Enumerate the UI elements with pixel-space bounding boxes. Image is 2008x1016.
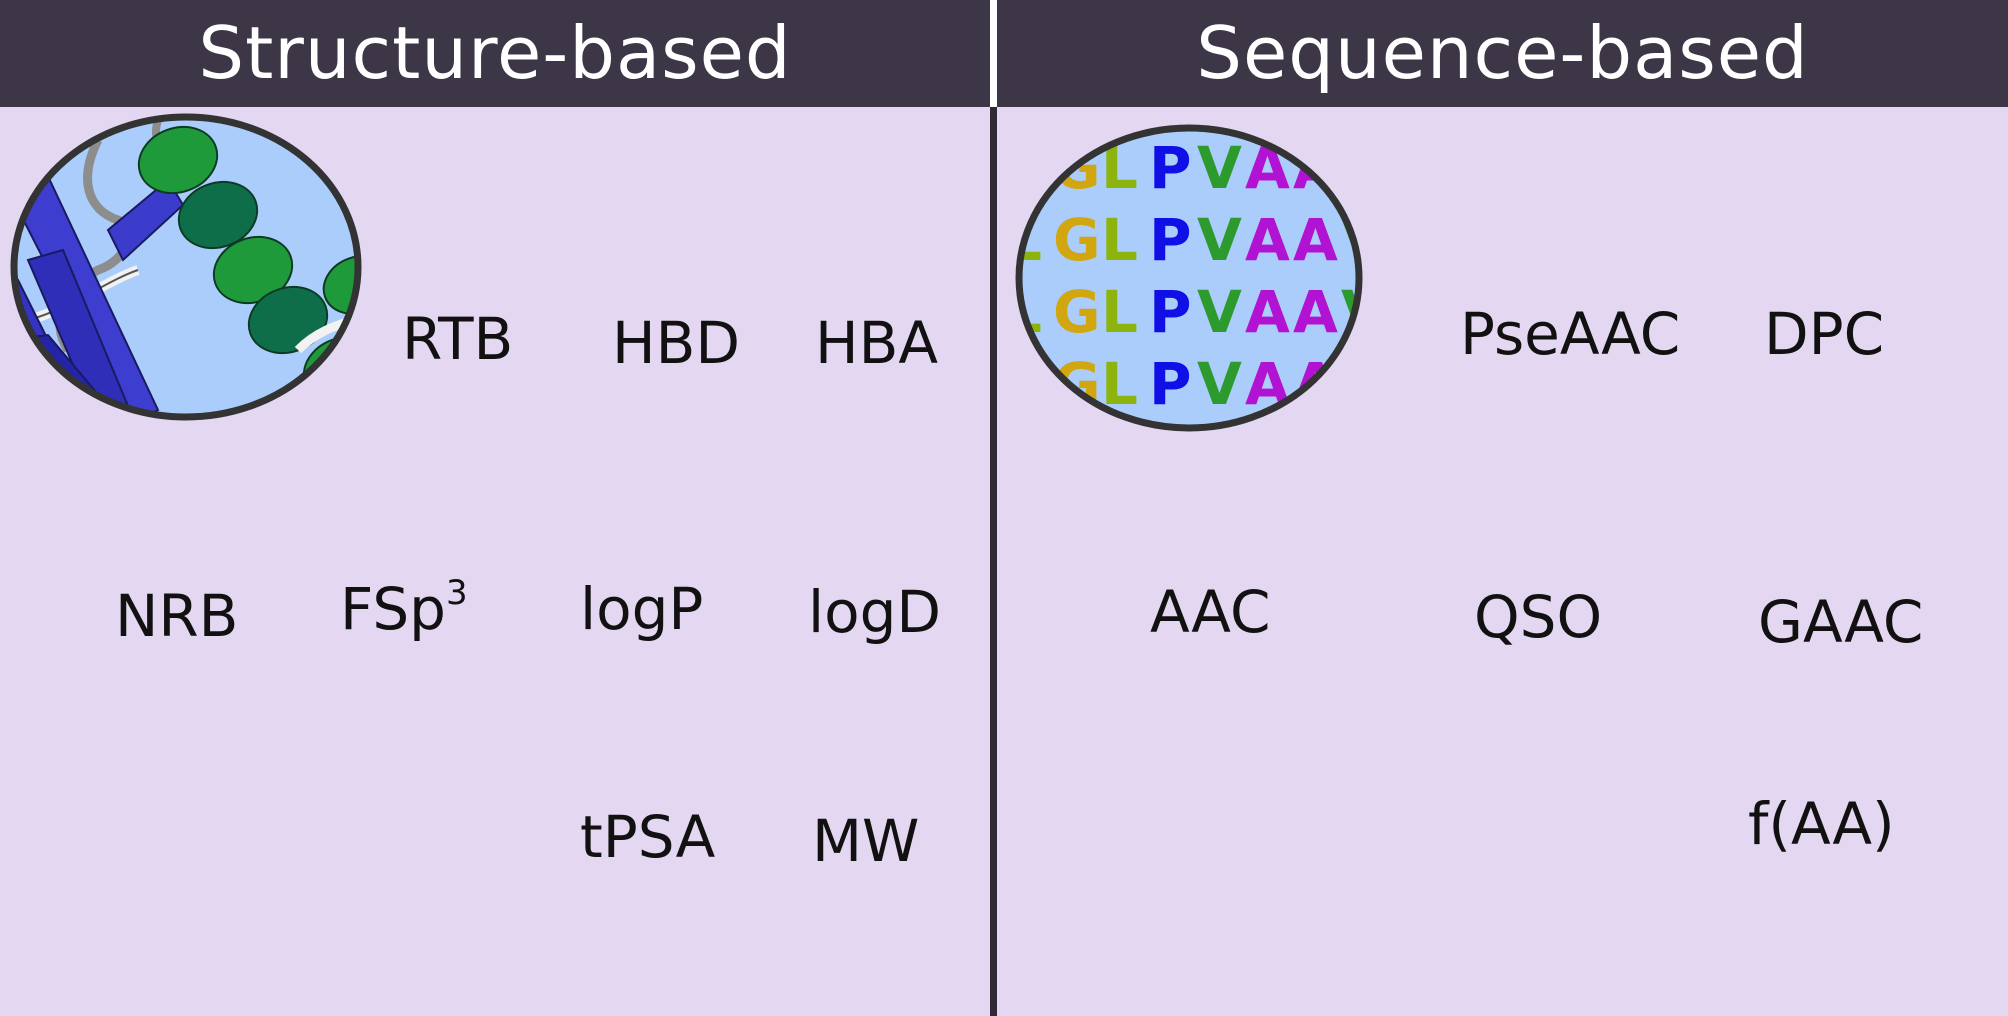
fsp3-superscript: 3: [445, 573, 468, 613]
sequence-letter-L: L: [1101, 278, 1138, 346]
sequence-letter-A: A: [1293, 278, 1338, 346]
term-hba: HBA: [815, 309, 939, 377]
sequence-letter-P: P: [1149, 134, 1192, 202]
sequence-letter-L: L: [1015, 134, 1042, 202]
term-fsp3: FSp3: [340, 576, 468, 638]
term-gaac: GAAC: [1758, 588, 1924, 656]
sequence-letter-L: L: [1015, 350, 1042, 418]
sequence-letter-G: G: [1053, 350, 1101, 418]
sequence-letter-P: P: [1149, 278, 1192, 346]
sequence-letter-A: A: [1293, 206, 1338, 274]
sequence-letter-A: A: [1245, 278, 1290, 346]
sequence-letter-V: V: [1341, 350, 1365, 418]
sequence-letter-G: G: [1053, 278, 1101, 346]
sequence-letter-V: V: [1197, 134, 1242, 202]
term-rtb: RTB: [402, 305, 514, 373]
sequence-based-title: Sequence-based: [1196, 11, 1809, 95]
term-dpc: DPC: [1764, 300, 1885, 368]
sequence-letter-G: G: [1053, 206, 1101, 274]
term-mw: MW: [812, 807, 920, 875]
sequence-letter-V: V: [1197, 350, 1242, 418]
term-aac: AAC: [1150, 578, 1271, 646]
sequence-letter-V: V: [1197, 206, 1242, 274]
term-nrb: NRB: [115, 582, 239, 650]
term-logp: logP: [580, 575, 704, 643]
structure-based-title: Structure-based: [198, 11, 792, 95]
term-hbd: HBD: [612, 309, 741, 377]
header-divider: [990, 0, 997, 107]
sequence-letter-P: P: [1149, 206, 1192, 274]
sequence-letter-V: V: [1197, 278, 1242, 346]
term-tpsa: tPSA: [580, 803, 716, 871]
term-qso: QSO: [1474, 583, 1603, 651]
sequence-letter-P: P: [1149, 350, 1192, 418]
sequence-letter-A: A: [1245, 206, 1290, 274]
term-faa: f(AA): [1748, 790, 1895, 858]
fsp3-base: FSp: [340, 575, 446, 643]
header-bar: [0, 0, 2008, 107]
term-pseaac: PseAAC: [1460, 300, 1681, 368]
sequence-letter-V: V: [1341, 134, 1365, 202]
panel-divider: [990, 107, 997, 1016]
protein-ribbon-icon: [10, 113, 362, 421]
sequence-letter-L: L: [1101, 206, 1138, 274]
term-logd: logD: [808, 578, 942, 646]
